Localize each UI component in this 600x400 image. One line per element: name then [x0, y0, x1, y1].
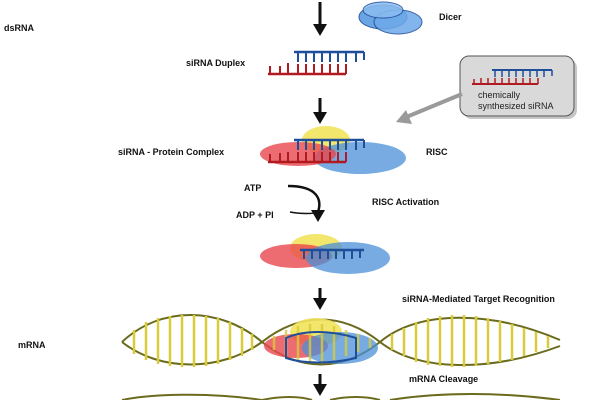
synthetic-sirna-box: chemically synthesized siRNA [459, 55, 577, 119]
dicer-enzyme [358, 1, 423, 35]
arrow-1 [313, 2, 327, 36]
risc-complex [260, 126, 406, 174]
mrna-cleavage-label: mRNA Cleavage [409, 374, 478, 384]
target-recognition-label: siRNA-Mediated Target Recognition [402, 294, 555, 304]
protein-complex-label: siRNA - Protein Complex [118, 147, 224, 157]
mrna-label: mRNA [18, 340, 46, 350]
adp-pi-label: ADP + PI [236, 210, 274, 220]
synthetic-label-line1: chemically [478, 90, 521, 100]
synthetic-label-line2: synthesized siRNA [478, 101, 554, 111]
arrow-4 [313, 374, 327, 396]
sirna-duplex-label: siRNA Duplex [186, 58, 245, 68]
dicer-label: Dicer [439, 12, 462, 22]
activated-risc [260, 234, 390, 274]
risc-activation-label: RISC Activation [372, 197, 439, 207]
atp-activation-arrow [287, 184, 325, 222]
cleaved-mrna-fragments [121, 393, 561, 400]
atp-label: ATP [244, 183, 261, 193]
synthetic-arrow [396, 92, 463, 124]
mrna-strand [121, 314, 561, 367]
arrow-3 [313, 288, 327, 310]
arrow-2 [313, 98, 327, 124]
sirna-duplex [268, 50, 365, 76]
dsrna-label: dsRNA [4, 23, 35, 33]
risc-label: RISC [426, 147, 448, 157]
